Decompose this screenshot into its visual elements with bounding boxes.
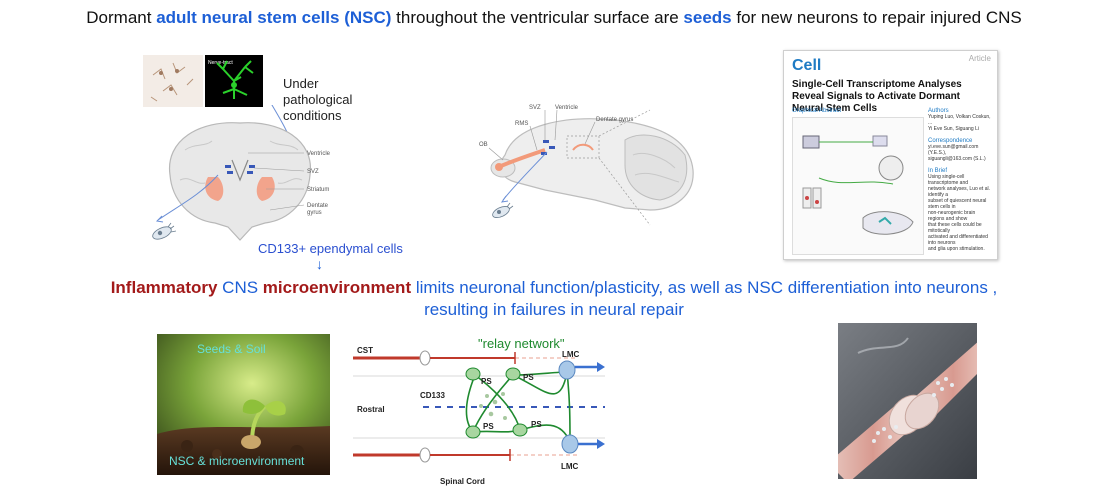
seed-photo-bottom-text: NSC & microenvironment [169,454,305,468]
headline-part3: throughout the ventricular surface are [391,8,684,27]
rms-path [500,148,546,168]
paper-title: Single-Cell Transcriptome Analyses Revea… [792,79,962,114]
pathology-line2: pathological [283,92,353,107]
sagittal-cell-arrow [502,151,548,201]
brain-inset-histology [143,55,203,107]
label-ventricle: Ventricle [307,151,331,157]
cd133-label: CD133 [420,391,445,400]
label-striatum: Striatum [307,187,329,193]
sag-label-ventricle: Ventricle [555,105,579,111]
rostral-label: Rostral [357,405,385,414]
statement-rest: limits neuronal function/plasticity, as … [411,278,998,297]
sagittal-svz-cells [541,140,555,155]
lmc-neuron-top [558,360,576,380]
ependymal-cell-icon [152,222,177,240]
seed-photo-top-text: Seeds & Soil [197,342,266,356]
cst-label: CST [357,346,373,355]
paper-brief-5: that these cells could be mitotically [928,222,982,234]
ps-label-4: PS [531,420,542,429]
paper-brief-head: In Brief [928,168,948,174]
relay-network-diagram: "relay network" CST CD133 Rostral PS PS … [353,336,605,486]
ps-neurons [465,367,528,439]
ventricle [231,159,249,182]
lmc-label-bottom: LMC [561,462,579,471]
sag-label-svz: SVZ [529,105,541,111]
paper-thumbnail: Article Cell Single-Cell Transcriptome A… [783,50,998,260]
paper-graphical-abstract [792,117,924,255]
paper-brief-3: subset of quiescent neural stem cells in [928,198,987,210]
ps-label-1: PS [481,377,492,386]
paper-authors-2: Yi Eve Sun, Siguang Li [928,126,979,132]
spinal-cord-label: Spinal Cord [440,477,485,486]
lmc-label-top: LMC [562,350,580,359]
paper-graphical-abstract-head: Graphical Abstract [792,108,842,114]
down-arrow-icon: ↓ [316,256,323,272]
relay-title: "relay network" [478,336,565,351]
paper-correspondence-head: Correspondence [928,138,973,144]
headline-nsc: adult neural stem cells (NSC) [156,8,392,27]
cell-arrow [157,174,219,221]
headline-part1: Dormant [86,8,157,27]
word-cns: CNS [217,278,263,297]
paper-brief-4: non-neurogenic brain regions and show [928,210,976,222]
inset-label: Nerve-tract [208,60,233,66]
paper-correspondence-1: yi.eve.sun@gmail.com (Y.E.S.), [928,144,979,156]
lmc-neuron-bottom [561,434,579,454]
coronal-brain-diagram: Ventricle SVZ Striatum Dentate gyrus [152,105,331,241]
sagittal-brain-diagram: SVZ Ventricle Dentate gyrus RMS OB [479,105,694,226]
label-gyrus: gyrus [307,210,322,216]
label-svz: SVZ [307,169,319,175]
paper-tag: Article [968,54,991,63]
headline-seeds: seeds [683,8,732,27]
sag-label-rms: RMS [515,121,528,127]
paper-brief-7: and glia upon stimulation. [928,246,985,252]
pathology-line3: conditions [283,108,342,123]
cd133-cells [479,392,507,420]
headline-part5: for new neurons to repair injured CNS [731,8,1022,27]
headline: Dormant adult neural stem cells (NSC) th… [0,8,1108,28]
word-microenvironment: microenvironment [262,278,412,297]
pathology-line1: Under [283,76,319,91]
brain-inset-fluorescence: Nerve-tract [205,55,263,107]
sagittal-ependymal-cell-icon [492,202,514,218]
paper-brief-2: network analyses, Luo et al. identify a [928,186,990,198]
svz-cells [225,165,255,174]
spinal-injury-render [838,323,977,479]
paper-journal-logo: Cell [792,57,822,74]
paper-authors-head: Authors [928,108,949,114]
ps-label-3: PS [483,422,494,431]
paper-brief-6: activated and differentiated into neuron… [928,234,988,246]
sag-label-dentate: Dentate gyrus [596,117,633,123]
sag-label-ob: OB [479,142,488,148]
dentate-gyrus-shape [572,143,594,151]
seed-soil-photo: Seeds & Soil NSC & microenvironment [157,334,330,475]
paper-correspondence-2: siguangli@163.com (S.L.) [928,156,986,162]
pathology-label: Under pathological conditions [283,76,352,124]
striatum-right [256,177,275,201]
inflammation-statement: Inflammatory CNS microenvironment limits… [0,277,1108,321]
cd133-cell-label: CD133+ ependymal cells [258,241,403,256]
paper-authors-1: Yuping Luo, Volkan Coskun, ... [928,114,991,126]
label-dentate: Dentate [307,203,329,209]
statement-line2: resulting in failures in neural repair [424,300,684,319]
word-inflammatory: Inflammatory [110,278,218,297]
ps-label-2: PS [523,373,534,382]
paper-brief-1: Using single-cell transcriptome and [928,174,969,186]
output-arrow-icons [575,362,605,449]
